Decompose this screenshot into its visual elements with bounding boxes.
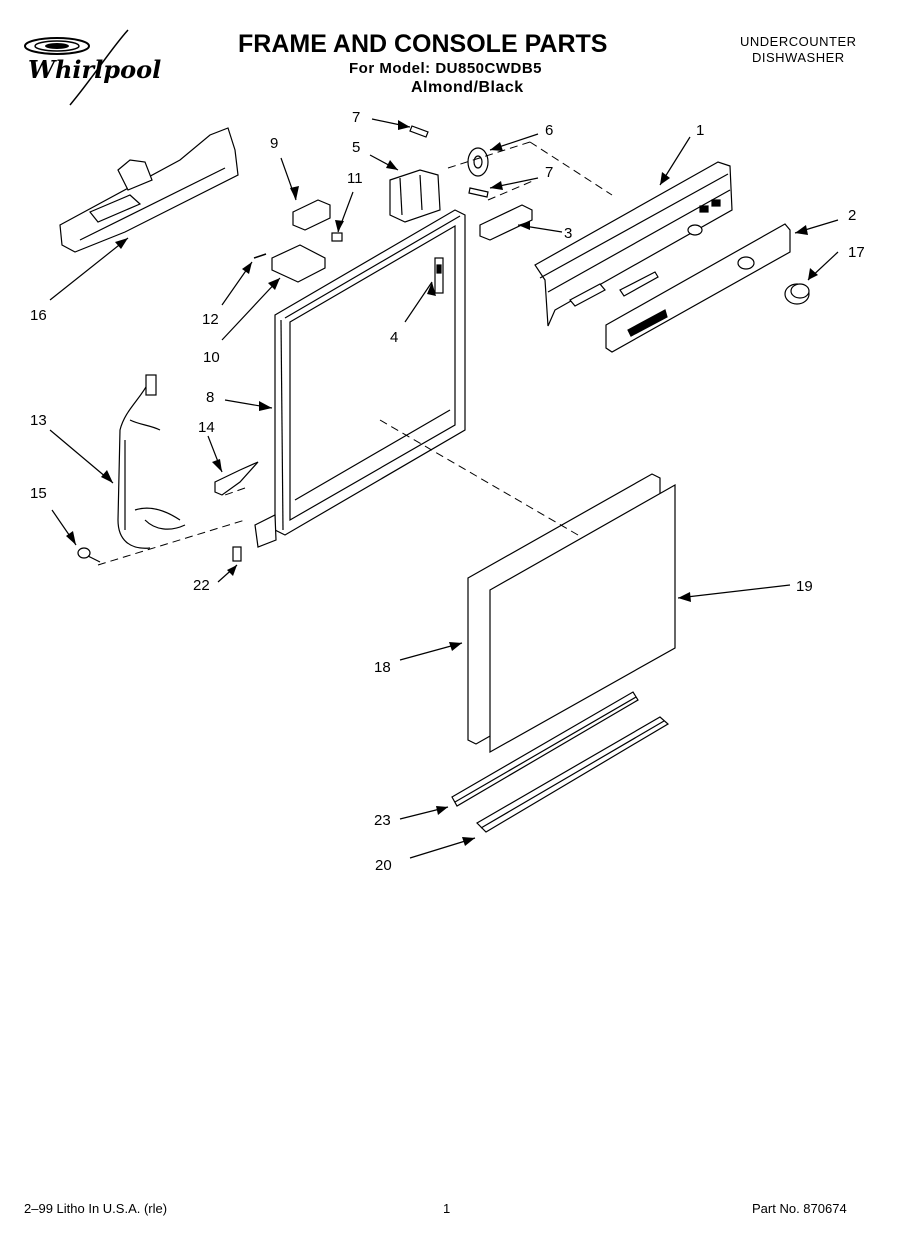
callout-14: 14 — [198, 419, 215, 436]
part-9-drawing — [292, 199, 331, 231]
part-10-drawing — [271, 244, 326, 283]
callout-12: 12 — [202, 311, 219, 328]
part-8-door-frame-drawing — [254, 209, 466, 548]
callout-22: 22 — [193, 577, 210, 594]
page-title: FRAME AND CONSOLE PARTS — [238, 30, 608, 58]
callout-19: 19 — [796, 578, 813, 595]
appliance-type-line-2: DISHWASHER — [752, 50, 845, 65]
part-16-drawing — [59, 127, 239, 253]
callout-10: 10 — [203, 349, 220, 366]
callout-4: 4 — [390, 329, 398, 346]
callout-7a: 7 — [352, 109, 360, 126]
part-14-switch-drawing — [214, 461, 259, 496]
footer-part-number: Part No. 870674 — [752, 1201, 847, 1216]
part-13-wire-harness-drawing — [117, 374, 186, 549]
part-1-drawing — [534, 161, 733, 327]
callout-18: 18 — [374, 659, 391, 676]
part-15-screw-drawing — [77, 547, 101, 563]
callout-16: 16 — [30, 307, 47, 324]
part-2-drawing — [605, 223, 791, 353]
part-5-drawing — [389, 169, 441, 223]
callout-7b: 7 — [545, 164, 553, 181]
callout-1: 1 — [696, 122, 704, 139]
callout-8: 8 — [206, 389, 214, 406]
part-11-drawing — [331, 232, 343, 242]
callout-labels: 1 2 3 4 5 6 7 7 8 9 10 11 12 13 14 15 16… — [30, 109, 865, 874]
model-line: For Model: DU850CWDB5 — [349, 60, 543, 77]
arrow-heads — [66, 120, 818, 846]
callout-9: 9 — [270, 135, 278, 152]
part-17-knob-drawing — [784, 283, 810, 305]
callout-6: 6 — [545, 122, 553, 139]
callout-20: 20 — [375, 857, 392, 874]
color-line: Almond/Black — [411, 79, 524, 96]
part-23-trim-drawing — [451, 691, 639, 807]
part-22-drawing — [232, 546, 242, 562]
part-7-screw-drawing — [409, 125, 489, 198]
callout-15: 15 — [30, 485, 47, 502]
callout-13: 13 — [30, 412, 47, 429]
part-20-trim-drawing — [476, 716, 670, 833]
callout-11: 11 — [347, 170, 363, 187]
callout-5: 5 — [352, 139, 360, 156]
callout-2: 2 — [848, 207, 856, 224]
part-19-panel-drawing — [489, 483, 676, 754]
assembly-lines — [97, 141, 613, 566]
footer-printing-note: 2–99 Litho In U.S.A. (rle) — [24, 1201, 168, 1216]
brand-wordmark: Whirlpool — [28, 55, 161, 84]
part-12-drawing — [253, 253, 267, 259]
appliance-type-line-1: UNDERCOUNTER — [740, 34, 857, 49]
whirlpool-logo: Whirlpool — [24, 29, 161, 106]
footer-page-number: 1 — [443, 1201, 451, 1216]
callout-23: 23 — [374, 812, 391, 829]
part-6-drawing — [467, 147, 489, 177]
callout-3: 3 — [564, 225, 572, 242]
callout-17: 17 — [848, 244, 865, 261]
part-3-drawing — [479, 204, 533, 241]
